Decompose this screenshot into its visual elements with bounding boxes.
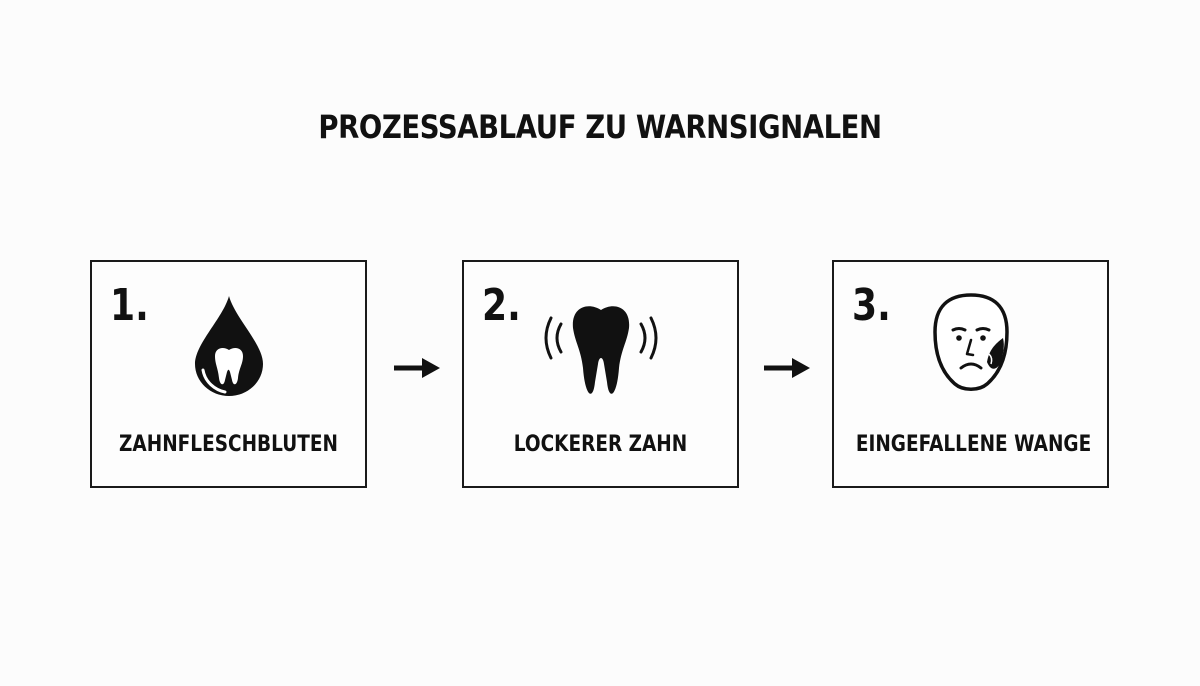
sunken-cheek-face-icon: [929, 292, 1013, 400]
step-1-label: ZAHNFLESCHBLUTEN: [119, 432, 338, 457]
arrow-right-icon: [392, 356, 442, 384]
step-3-number: 3.: [852, 280, 891, 331]
step-1-box: 1. ZAHNFLESCHBLUTEN: [90, 260, 367, 488]
step-2-number: 2.: [482, 280, 521, 331]
step-2-label: LOCKERER ZAHN: [513, 432, 688, 457]
step-1-number: 1.: [110, 280, 149, 331]
step-2-box: 2. LOCKERER ZAHN: [462, 260, 739, 488]
diagram-title: PROZESSABLAUF ZU WARNSIGNALEN: [318, 108, 882, 146]
blood-drop-tooth-icon: [193, 294, 265, 402]
step-3-label: EINGEFALLENE WANGE: [855, 432, 1092, 457]
step-3-box: 3. EINGEFALLENE WANGE: [832, 260, 1109, 488]
arrow-right-icon: [762, 356, 812, 384]
wobbling-tooth-icon: [541, 298, 661, 410]
